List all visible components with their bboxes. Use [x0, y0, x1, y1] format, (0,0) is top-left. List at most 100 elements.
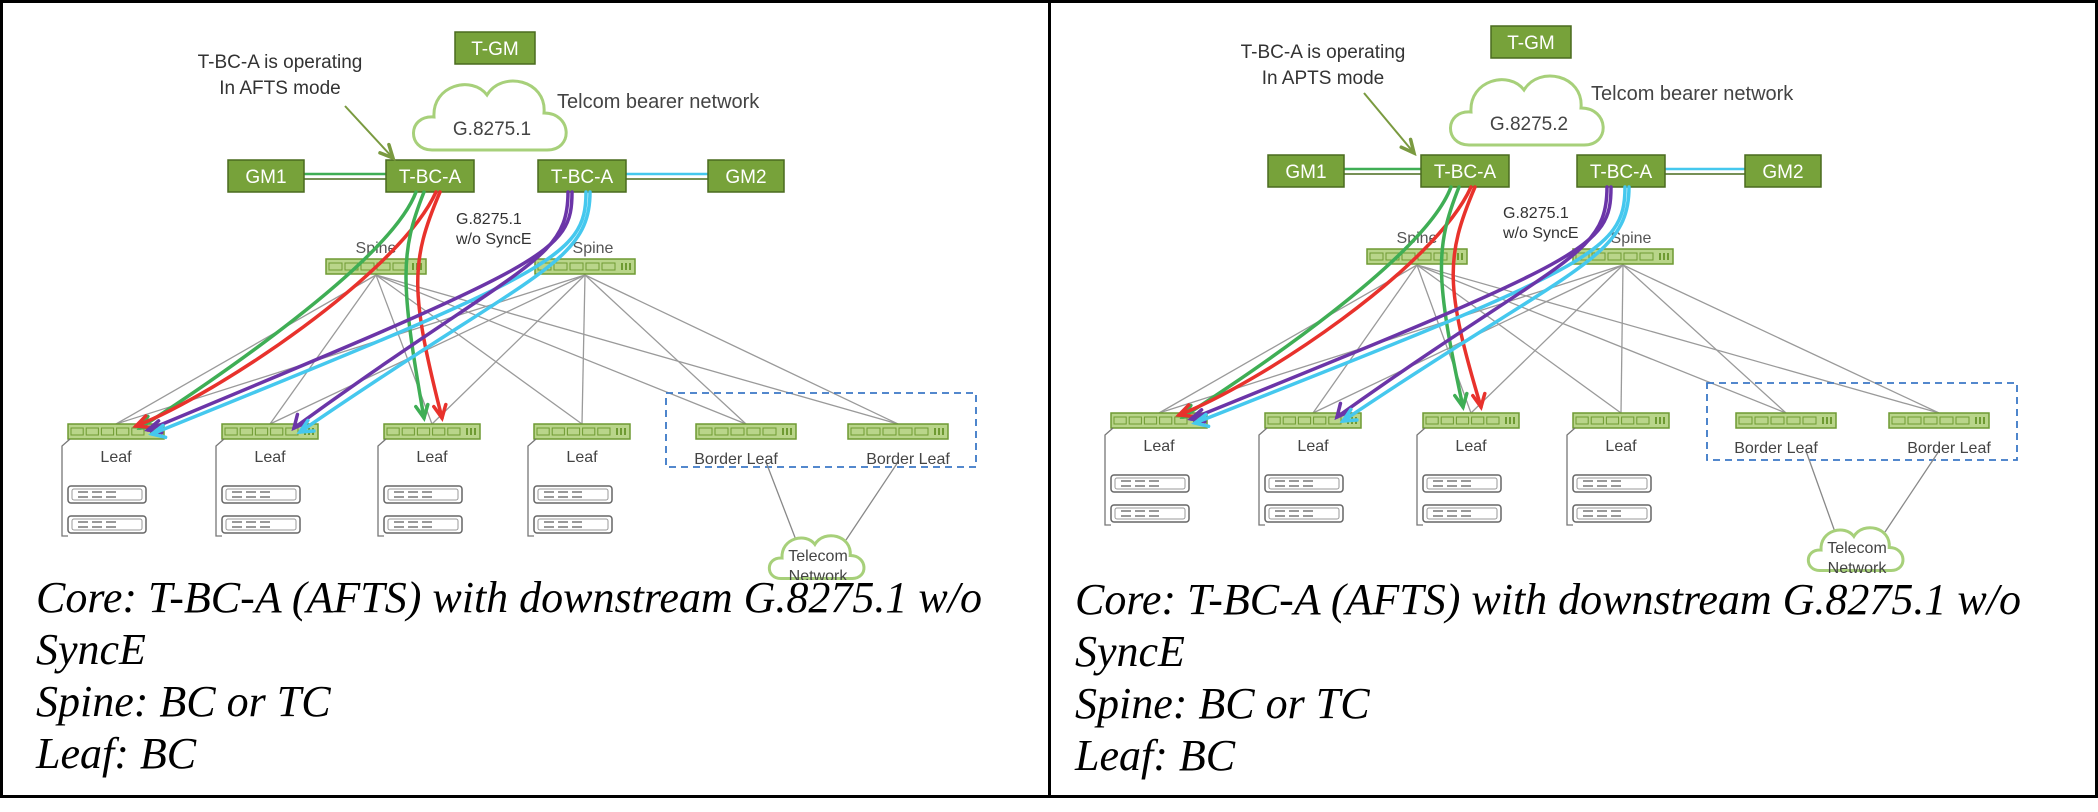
- border-leaf-switch: [1735, 412, 1837, 429]
- leaf-label: Leaf: [1455, 438, 1487, 455]
- t-bc-a-left-box: [385, 159, 475, 193]
- telecom-network-cloud: [767, 534, 866, 580]
- leaf-switch: [533, 423, 631, 440]
- server-icon: [221, 485, 301, 504]
- leaf-switch: [383, 423, 481, 440]
- t-bc-a-right-box: [1576, 154, 1666, 188]
- caption-line: SyncE: [36, 625, 146, 674]
- server-icon: [221, 515, 301, 534]
- panel-caption: Core: T-BC-A (AFTS) with downstream G.82…: [36, 572, 982, 780]
- gm1-box-label: GM1: [1285, 162, 1326, 183]
- server-icon: [1264, 504, 1344, 523]
- leaf-label: Leaf: [1605, 438, 1637, 455]
- leaf-server-link: [215, 438, 225, 537]
- leaf-label: Leaf: [1297, 438, 1329, 455]
- leaf-server-link: [1104, 427, 1114, 526]
- server-icon: [1422, 504, 1502, 523]
- bearer-network-cloud: [1449, 74, 1605, 147]
- border-leaf-label: Border Leaf: [866, 451, 950, 468]
- server-icon: [1110, 474, 1190, 493]
- bearer-network-label: Telcom bearer network: [1591, 83, 1794, 105]
- leaf-switch: [1572, 412, 1670, 429]
- timing-flow-arrow: [1181, 185, 1453, 419]
- border-to-telecom-line: [845, 461, 899, 541]
- gm1-box: [227, 159, 305, 193]
- gm2-box-label: GM2: [1762, 162, 1803, 183]
- server-icon: [533, 515, 613, 534]
- border-leaf-label: Border Leaf: [694, 451, 778, 468]
- telecom-network-label2: Network: [1828, 560, 1888, 577]
- t-bc-a-right-box-label: T-BC-A: [551, 167, 614, 188]
- server-icon: [1110, 504, 1190, 523]
- spine-right-label: Spine: [573, 240, 614, 257]
- leaf-label: Leaf: [566, 449, 598, 466]
- server-icon: [1572, 504, 1652, 523]
- caption-line: Spine: BC or TC: [36, 677, 331, 726]
- timing-flow-arrow: [1189, 185, 1613, 421]
- gm2-box: [707, 159, 785, 193]
- panel-caption: Core: T-BC-A (AFTS) with downstream G.82…: [1075, 574, 2021, 782]
- caption-line: Leaf: BC: [1075, 731, 1236, 780]
- border-to-telecom-line: [765, 461, 797, 541]
- leaf-server-link: [61, 438, 71, 537]
- server-icon: [67, 515, 147, 534]
- annotation-pointer: [344, 105, 394, 159]
- table-column-divider: [1048, 0, 1051, 798]
- leaf-server-link: [1258, 427, 1268, 526]
- leaf-label: Leaf: [100, 449, 132, 466]
- timing-flow-arrow: [1177, 185, 1473, 417]
- border-leaf-group-box: [1706, 382, 2018, 461]
- gm2-box: [1744, 154, 1822, 188]
- t-gm-box: [1490, 25, 1572, 59]
- leaf-label: Leaf: [1143, 438, 1175, 455]
- timing-flow-arrow: [146, 190, 574, 432]
- table-border-left: [0, 0, 3, 798]
- telecom-network-label1: Telecom: [788, 548, 848, 565]
- border-to-telecom-line: [1805, 450, 1836, 533]
- caption-line: Spine: BC or TC: [1075, 679, 1370, 728]
- downstream-profile-line1: G.8275.1: [1503, 205, 1569, 222]
- mode-annotation-line2: In AFTS mode: [219, 78, 340, 99]
- spine-right-label: Spine: [1611, 230, 1652, 247]
- border-leaf-switch: [1888, 412, 1990, 429]
- leaf-switch: [1422, 412, 1520, 429]
- leaf-label: Leaf: [254, 449, 286, 466]
- timing-flow-arrow: [298, 190, 592, 434]
- timing-flow-arrow: [1439, 185, 1465, 409]
- t-bc-a-left-box-label: T-BC-A: [399, 167, 462, 188]
- server-icon: [67, 485, 147, 504]
- timing-flow-arrow: [1451, 185, 1483, 409]
- border-leaf-label: Border Leaf: [1907, 440, 1991, 457]
- timing-flow-arrow: [1341, 185, 1631, 423]
- telecom-network-label2: Network: [789, 568, 849, 580]
- timing-flow-arrow: [292, 190, 570, 430]
- t-bc-a-right-box: [537, 159, 627, 193]
- table-border-right: [2095, 0, 2098, 798]
- border-leaf-switch: [695, 423, 797, 440]
- gm1-box-label: GM1: [245, 167, 286, 188]
- timing-flow-arrow: [1335, 185, 1609, 419]
- caption-line: Core: T-BC-A (AFTS) with downstream G.82…: [36, 573, 982, 622]
- timing-flow-arrow: [134, 190, 438, 428]
- bearer-profile-label: G.8275.2: [1490, 114, 1568, 135]
- server-icon: [383, 515, 463, 534]
- bearer-network-label: Telcom bearer network: [557, 91, 760, 113]
- leaf-server-link: [377, 438, 387, 537]
- leaf-label: Leaf: [416, 449, 448, 466]
- mode-annotation-line1: T-BC-A is operating: [1241, 42, 1406, 63]
- t-bc-a-left-box-label: T-BC-A: [1434, 162, 1497, 183]
- timing-flow-arrow: [404, 190, 426, 420]
- mode-annotation-line2: In APTS mode: [1262, 68, 1385, 89]
- caption-line: Core: T-BC-A (AFTS) with downstream G.82…: [1075, 575, 2021, 624]
- gm2-box-label: GM2: [725, 167, 766, 188]
- leaf-server-link: [1416, 427, 1426, 526]
- t-bc-a-left-box: [1420, 154, 1510, 188]
- server-icon: [533, 485, 613, 504]
- bearer-profile-label: G.8275.1: [453, 119, 531, 140]
- downstream-profile-line1: G.8275.1: [456, 211, 522, 228]
